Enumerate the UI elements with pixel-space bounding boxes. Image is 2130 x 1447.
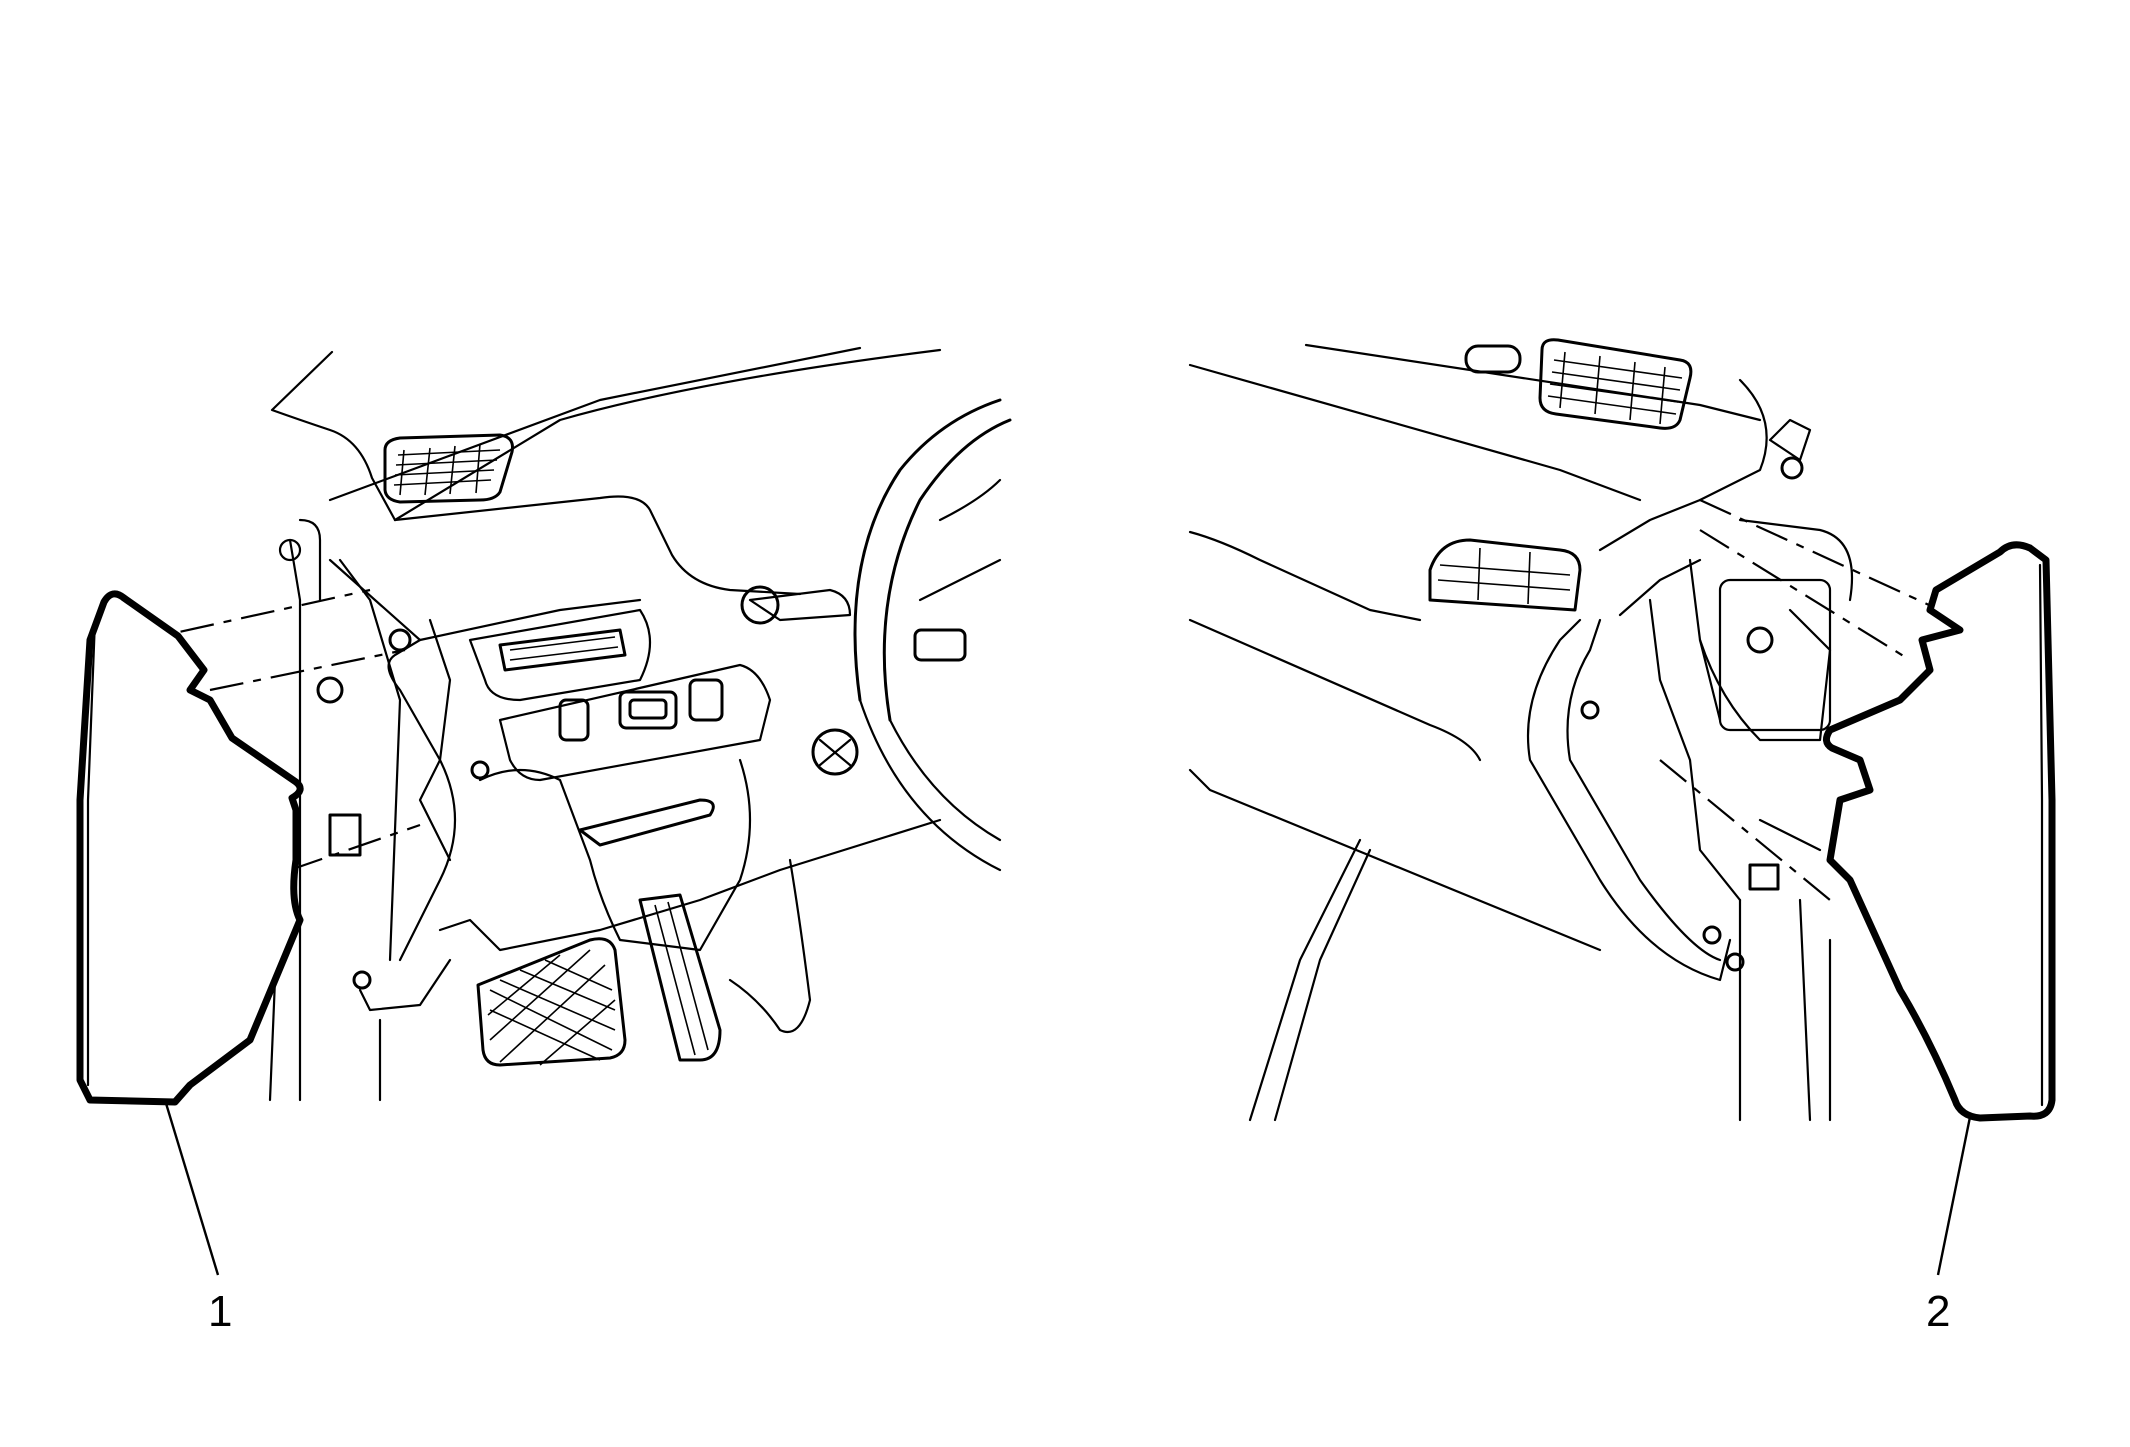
leader-line-2: [1936, 1116, 1972, 1276]
dash-vent-right-lower: [1428, 538, 1582, 612]
accelerator-pedal: [638, 893, 722, 1062]
brake-pedal: [476, 937, 627, 1067]
trim-panel-1: [76, 590, 304, 1106]
trim-panel-2: [1823, 541, 2056, 1122]
right-view: [1188, 338, 2056, 1276]
left-view: [76, 346, 1012, 1276]
leader-line-1: [163, 1099, 220, 1276]
defrost-slot: [1464, 344, 1522, 374]
dash-vent-left: [383, 433, 514, 504]
steering-wheel-rim: [853, 398, 1002, 702]
callout-label-2: 2: [1926, 1287, 1951, 1336]
callout-label-1: 1: [208, 1287, 233, 1336]
dash-vent-right-upper: [1538, 338, 1693, 430]
